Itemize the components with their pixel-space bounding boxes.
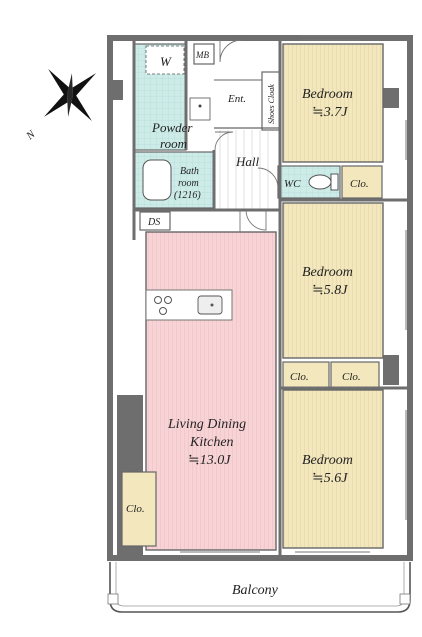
bedroom-top-name: Bedroom [302,87,353,102]
closet-ldk [121,471,157,547]
closet-label-mid-right: Clo. [342,371,361,383]
balcony-label: Balcony [232,583,279,598]
bedroom-mid-name: Bedroom [302,265,353,280]
ldk-name-line2: Kitchen [189,435,234,450]
doors [214,39,279,232]
vanity-sink [189,97,211,121]
bathtub [142,159,172,201]
mb-label: MB [195,50,209,60]
bedroom-bottom-floor [282,389,384,549]
washer-label: W [160,54,172,69]
bath-label-line1: Bath [180,166,199,177]
windows [180,35,407,557]
entrance-label: Ent. [227,93,246,105]
ds-label: DS [147,217,160,228]
bedroom-mid-size: ≒5.8J [312,283,348,298]
closet-label-ldk: Clo. [126,503,145,515]
interior-walls [132,40,408,556]
kitchen-counter [145,289,233,321]
bedroom-top-floor [282,43,384,163]
balcony [107,562,411,613]
closet-label-mid-left: Clo. [290,371,309,383]
wc-label: WC [284,178,301,190]
closet-label-wc-side: Clo. [350,178,369,190]
ldk-size: ≒13.0J [188,453,231,468]
ldk-floor [145,231,277,551]
compass-icon [43,68,97,122]
closet-wc-side [341,165,383,199]
compass-north-label: N [23,128,38,143]
mb-box [193,43,215,65]
powder-room-label-line2: room [160,136,187,151]
bedroom-bottom-size: ≒5.6J [312,471,348,486]
bath-label-line2: room [178,178,199,189]
hall [219,130,269,210]
bedroom-bottom-name: Bedroom [302,453,353,468]
ds-box [139,211,171,231]
shoes-cloak-label: Shoes Cloak [267,84,276,124]
closet-mid-right [330,361,380,389]
washer-box [145,45,185,75]
ldk-name-line1: Living Dining [167,417,246,432]
bedroom-top-size: ≒3.7J [312,105,348,120]
closet-mid-left [282,361,330,389]
bath-label-line3: (1216) [174,190,201,201]
hall-label: Hall [235,154,260,169]
powder-room-label-line1: Powder [151,120,193,135]
toilet [308,174,332,190]
bedroom-mid-floor [282,202,384,359]
